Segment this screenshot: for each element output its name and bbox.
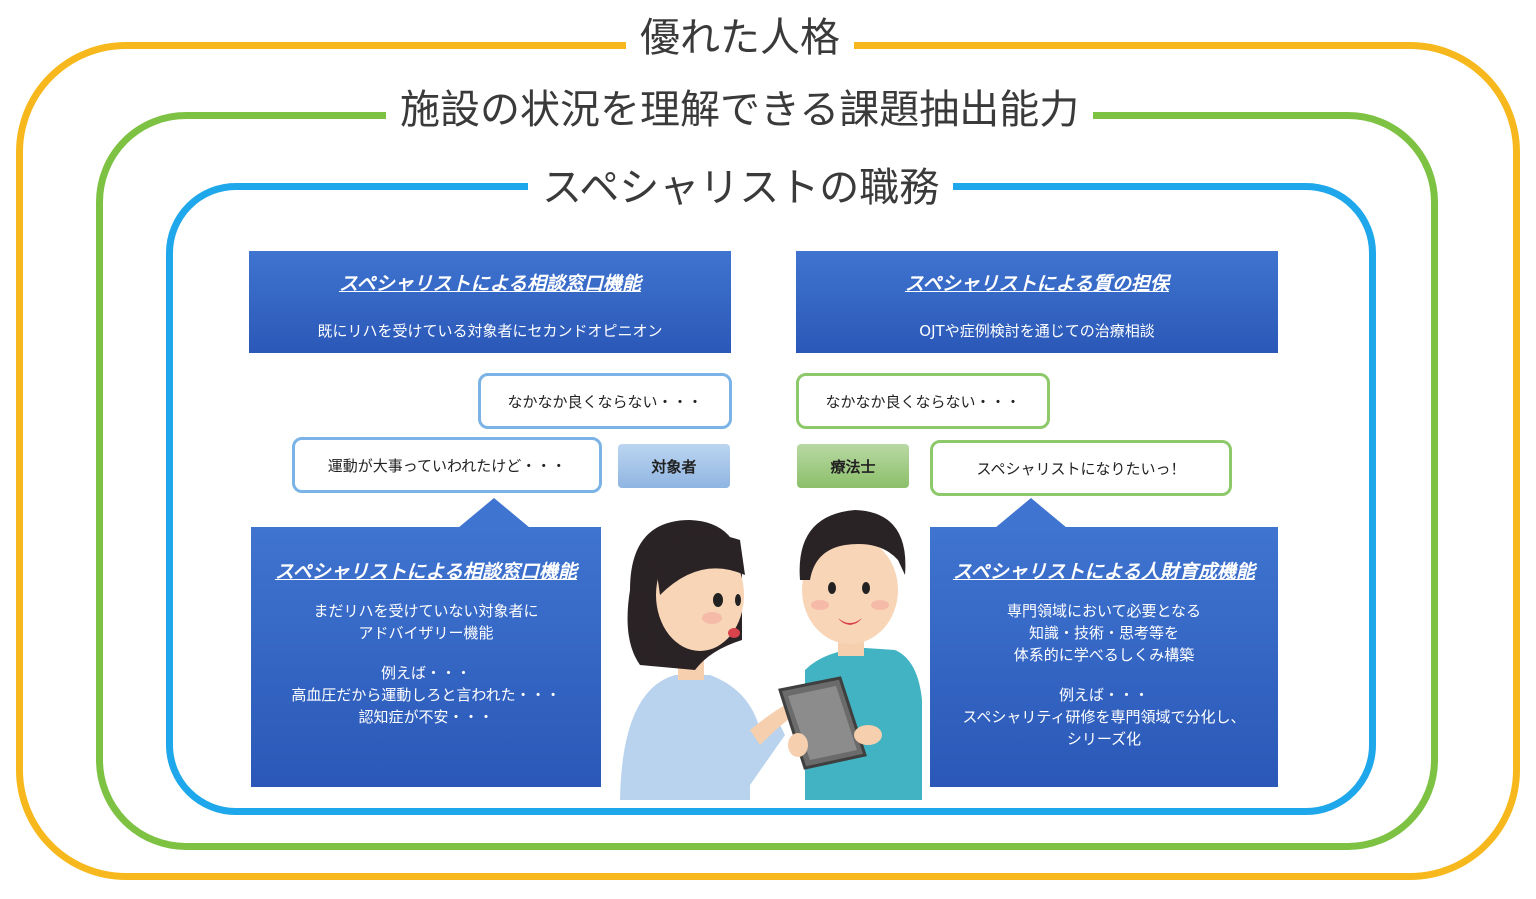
panel-consultation-advisory: スペシャリストによる相談窓口機能 まだリハを受けていない対象者に アドバイザリー… [251, 527, 601, 787]
speech-bubble-subject-2: 運動が大事っていわれたけど・・・ [292, 437, 602, 493]
panel-example-line: 例えば・・・ [1058, 686, 1149, 704]
panel-subtitle: 既にリハを受けている対象者にセカンドオピニオン [317, 322, 663, 340]
outer-frame-title: 優れた人格 [626, 18, 854, 58]
panel-body-line: 知識・技術・思考等を [1028, 624, 1179, 642]
tablet-icon [778, 676, 882, 770]
panel-example-line: スペシャリティ研修を専門領域で分化し、 [962, 708, 1246, 726]
middle-frame-title: 施設の状況を理解できる課題抽出能力 [386, 90, 1094, 130]
panel-body-line: 専門領域において必要となる [1006, 602, 1202, 620]
panel-pointer [995, 498, 1067, 528]
panel-example-line: 認知症が不安・・・ [358, 708, 494, 726]
speech-bubble-therapist-2: スペシャリストになりたいっ！ [930, 440, 1232, 496]
panel-title: スペシャリストによる相談窓口機能 [338, 273, 642, 295]
panel-quality-assurance: スペシャリストによる質の担保 OJTや症例検討を通じての治療相談 [796, 251, 1278, 353]
panel-title: スペシャリストによる人財育成機能 [952, 561, 1256, 583]
inner-frame-title: スペシャリストの職務 [528, 168, 954, 208]
panel-body-line: アドバイザリー機能 [358, 624, 494, 642]
panel-human-resource-development: スペシャリストによる人財育成機能 専門領域において必要となる 知識・技術・思考等… [930, 527, 1278, 787]
illustration-conversation [620, 510, 922, 800]
panel-body-line: まだリハを受けていない対象者に [313, 602, 539, 620]
role-label-therapist: 療法士 [797, 444, 909, 488]
speech-bubble-subject-1: なかなか良くならない・・・ [478, 373, 732, 429]
role-label-subject: 対象者 [618, 444, 730, 488]
panel-example-line: シリーズ化 [1066, 730, 1142, 748]
woman-figure-icon [620, 520, 790, 800]
panel-title: スペシャリストによる相談窓口機能 [274, 561, 578, 583]
panel-example-line: 高血圧だから運動しろと言われた・・・ [291, 686, 561, 704]
panel-example-line: 例えば・・・ [380, 664, 471, 682]
speech-bubble-therapist-1: なかなか良くならない・・・ [796, 373, 1050, 429]
panel-subtitle: OJTや症例検討を通じての治療相談 [919, 322, 1155, 340]
panel-body-line: 体系的に学べるしくみ構築 [1013, 646, 1195, 664]
panel-title: スペシャリストによる質の担保 [904, 273, 1170, 295]
panel-pointer [458, 498, 530, 528]
panel-consultation-second-opinion: スペシャリストによる相談窓口機能 既にリハを受けている対象者にセカンドオピニオン [249, 251, 731, 353]
